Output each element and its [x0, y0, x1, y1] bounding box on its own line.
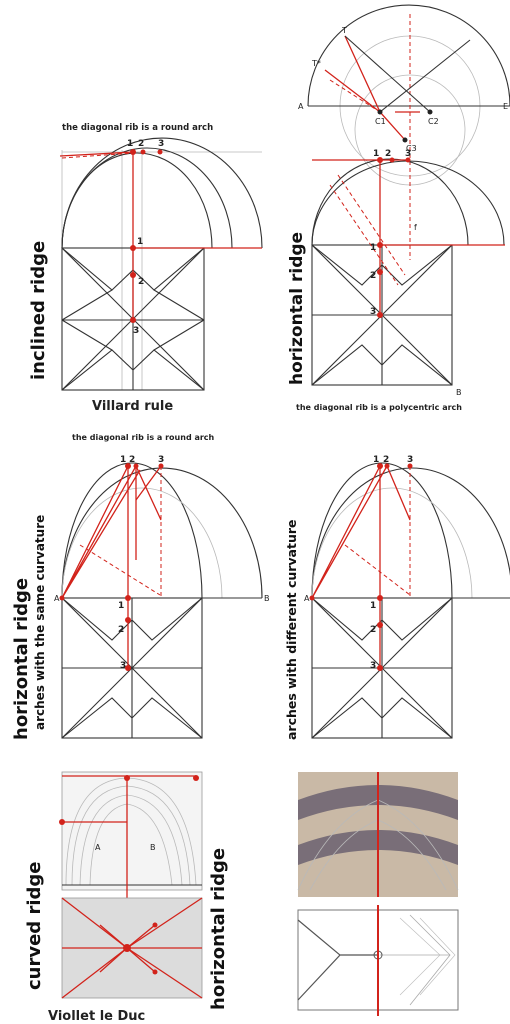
point-label-2: 2 — [138, 139, 144, 149]
letter-B: B — [150, 843, 156, 852]
panel-vault-photo — [297, 772, 459, 1016]
plan-label-1: 1 — [137, 237, 143, 247]
letter-E: E — [503, 102, 508, 111]
letter-C3: C3 — [406, 144, 417, 153]
panel-inclined-ridge: the diagonal rib is a round arch 1 2 3 — [28, 123, 263, 414]
plan-label-3: 3 — [120, 661, 126, 671]
point-label-1: 1 — [373, 455, 379, 465]
plan-label-3: 3 — [133, 326, 139, 336]
point-label-1: 1 — [373, 149, 379, 159]
letter-B: B — [456, 388, 462, 397]
label-same-curvature: arches with the same curvature — [33, 515, 47, 730]
caption-round-arch-mid: the diagonal rib is a round arch — [72, 433, 215, 442]
panel-viollet-le-duc: A B curved ridge horizontal ridge Violle… — [24, 771, 229, 1024]
caption-polycentric-arch: the diagonal rib is a polycentric arch — [296, 403, 462, 412]
label-horizontal-ridge: horizontal ridge — [287, 232, 307, 385]
plan-label-1: 1 — [370, 243, 376, 253]
label-viollet-le-duc: Viollet le Duc — [48, 1009, 145, 1024]
letter-C2: C2 — [428, 117, 439, 126]
point-label-1: 1 — [120, 455, 126, 465]
label-inclined-ridge: inclined ridge — [28, 241, 49, 380]
point-label-1: 1 — [127, 139, 133, 149]
panel-same-curvature: the diagonal rib is a round arch 1 2 3 1… — [11, 433, 270, 740]
label-curved-ridge: curved ridge — [24, 862, 45, 990]
letter-f: f — [414, 223, 417, 232]
panel-different-curvature: 1 2 3 1 2 3 A arches with different curv… — [284, 455, 510, 740]
point-label-2: 2 — [385, 149, 391, 159]
plan-label-3: 3 — [370, 661, 376, 671]
letter-A: A — [298, 102, 304, 111]
panel-horizontal-ridge-polycentric: A E C1 C2 C3 T T* f 1 2 3 1 2 3 B — [287, 4, 510, 412]
plan-label-2: 2 — [138, 277, 144, 287]
plan-label-1: 1 — [118, 601, 124, 611]
letter-B: B — [264, 594, 270, 603]
letter-T-star: T* — [311, 59, 321, 68]
point-label-2: 2 — [383, 455, 389, 465]
caption-round-arch-top: the diagonal rib is a round arch — [62, 123, 213, 133]
letter-A: A — [54, 594, 60, 603]
plan-label-2: 2 — [370, 271, 376, 281]
point-label-2: 2 — [129, 455, 135, 465]
label-horizontal-ridge-bottom: horizontal ridge — [208, 848, 229, 1010]
point-label-3: 3 — [158, 455, 164, 465]
plan-label-2: 2 — [370, 625, 376, 635]
letter-A: A — [304, 594, 310, 603]
point-label-3: 3 — [407, 455, 413, 465]
point-label-3: 3 — [405, 149, 411, 159]
point-label-3: 3 — [158, 139, 164, 149]
label-villard-rule: Villard rule — [92, 399, 173, 414]
plan-label-1: 1 — [370, 601, 376, 611]
plan-label-2: 2 — [118, 625, 124, 635]
plan-label-3: 3 — [370, 307, 376, 317]
letter-C1: C1 — [375, 117, 386, 126]
letter-T: T — [341, 26, 347, 35]
label-horizontal-ridge-mid: horizontal ridge — [11, 578, 32, 740]
letter-A: A — [95, 843, 101, 852]
label-different-curvature: arches with different curvature — [284, 519, 299, 740]
